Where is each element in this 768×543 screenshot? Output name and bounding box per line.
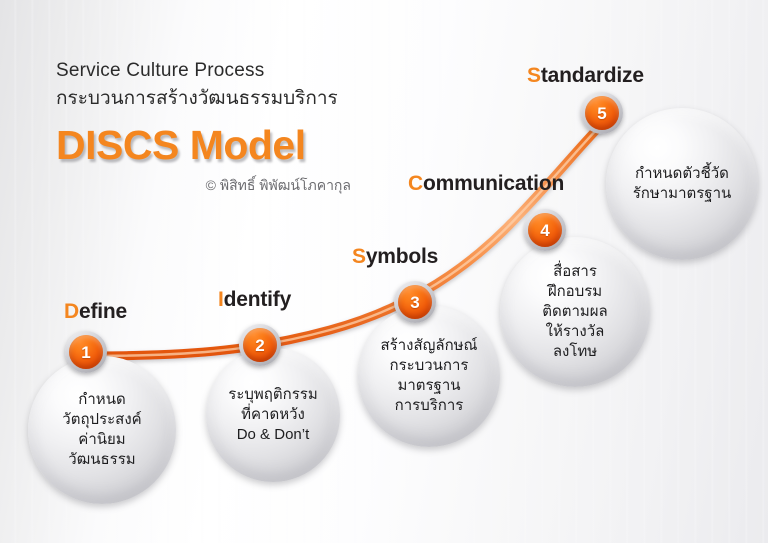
step-label-identify: Identify (218, 288, 291, 312)
step-bubble-symbols[interactable]: สร้างสัญลักษณ์ กระบวนการ มาตรฐาน การบริก… (358, 305, 500, 447)
subtitle-thai: กระบวนการสร้างวัฒนธรรมบริการ (56, 87, 338, 109)
step-body-communication: สื่อสาร ฝึกอบรม ติดตามผล ให้รางวัล ลงโทษ (542, 262, 608, 361)
step-label-initial: S (527, 64, 541, 87)
step-number-1: 1 (69, 335, 103, 369)
step-badge-2[interactable]: 2 (239, 324, 281, 366)
title-block: Service Culture Process กระบวนการสร้างวั… (56, 58, 351, 197)
copyright-credit: © พิสิทธิ์ พิพัฒน์โภคากุล (205, 177, 351, 194)
step-label-initial: D (64, 300, 79, 323)
step-badge-5[interactable]: 5 (581, 92, 623, 134)
step-label-initial: C (408, 172, 423, 195)
step-label-initial: S (352, 245, 366, 268)
step-label-define: Define (64, 300, 127, 324)
step-number-5: 5 (585, 96, 619, 130)
step-number-3: 3 (398, 285, 432, 319)
step-label-symbols: Symbols (352, 245, 438, 269)
step-label-standardize: Standardize (527, 64, 644, 88)
page-title: DISCS Model (56, 122, 306, 169)
step-badge-1[interactable]: 1 (65, 331, 107, 373)
step-label-rest: ymbols (365, 245, 439, 268)
step-body-define: กำหนด วัตถุประสงค์ ค่านิยม วัฒนธรรม (62, 390, 142, 469)
step-number-2: 2 (243, 328, 277, 362)
step-label-rest: tandardize (540, 64, 644, 87)
step-body-symbols: สร้างสัญลักษณ์ กระบวนการ มาตรฐาน การบริก… (380, 336, 478, 415)
step-label-rest: efine (78, 300, 127, 323)
step-label-communication: Communication (408, 172, 564, 196)
step-bubble-identify[interactable]: ระบุพฤติกรรม ที่คาดหวัง Do & Don’t (206, 348, 340, 482)
step-bubble-define[interactable]: กำหนด วัตถุประสงค์ ค่านิยม วัฒนธรรม (28, 356, 176, 504)
step-label-rest: ommunication (422, 172, 565, 195)
step-number-4: 4 (528, 213, 562, 247)
step-bubble-standardize[interactable]: กำหนดตัวชี้วัด รักษามาตรฐาน (606, 108, 758, 260)
step-label-rest: dentify (223, 288, 292, 311)
subtitle-english: Service Culture Process (56, 60, 265, 81)
step-bubble-communication[interactable]: สื่อสาร ฝึกอบรม ติดตามผล ให้รางวัล ลงโทษ (500, 237, 650, 387)
step-badge-3[interactable]: 3 (394, 281, 436, 323)
step-body-identify: ระบุพฤติกรรม ที่คาดหวัง Do & Don’t (228, 385, 318, 444)
step-badge-4[interactable]: 4 (524, 209, 566, 251)
step-body-standardize: กำหนดตัวชี้วัด รักษามาตรฐาน (632, 164, 732, 202)
step-label-initial: I (218, 288, 224, 311)
